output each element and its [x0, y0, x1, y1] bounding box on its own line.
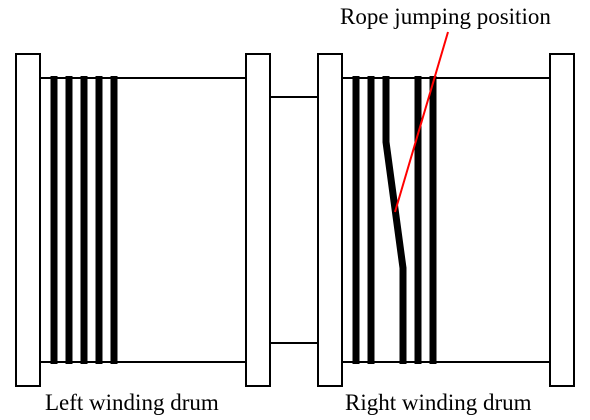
left-drum-rope-wraps	[50, 76, 118, 364]
left-drum-left-flange	[15, 53, 41, 387]
right-drum-left-flange	[317, 53, 343, 387]
left-winding-drum	[15, 53, 271, 387]
left-drum-label: Left winding drum	[45, 390, 219, 415]
rope-jumping-position-label: Rope jumping position	[340, 4, 551, 29]
connecting-shaft	[270, 96, 318, 344]
right-drum-right-flange	[549, 53, 575, 387]
right-winding-drum	[317, 53, 575, 387]
right-drum-label: Right winding drum	[345, 390, 532, 415]
jumped-rope-wrap	[382, 76, 407, 364]
annotation-pointer-line	[394, 31, 449, 213]
left-drum-right-flange	[245, 53, 271, 387]
right-drum-rope-wraps	[352, 76, 437, 364]
